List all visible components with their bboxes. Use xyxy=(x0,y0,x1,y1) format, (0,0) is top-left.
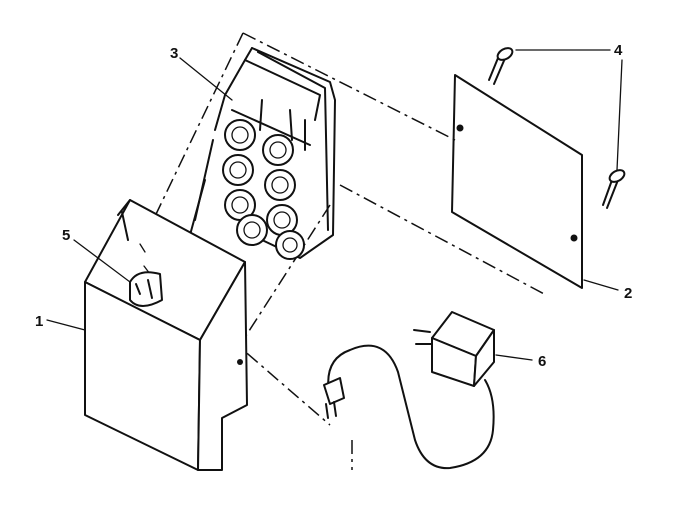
screw-upper xyxy=(488,47,514,85)
callout-5: 5 xyxy=(62,227,70,244)
callout-1: 1 xyxy=(35,313,43,330)
battery-cells xyxy=(222,99,306,260)
ac-adapter xyxy=(413,311,495,387)
screw-lower xyxy=(602,169,626,209)
back-cover-plate xyxy=(451,74,583,289)
cord-plug xyxy=(323,377,345,419)
battery-holder xyxy=(189,47,336,259)
switch xyxy=(129,271,163,307)
callout-4: 4 xyxy=(614,42,623,59)
callout-6: 6 xyxy=(538,353,546,370)
housing xyxy=(84,199,248,471)
callout-2: 2 xyxy=(624,285,632,302)
callout-3: 3 xyxy=(170,45,178,62)
leader-lines xyxy=(46,49,623,361)
adapter-cord xyxy=(327,344,495,470)
